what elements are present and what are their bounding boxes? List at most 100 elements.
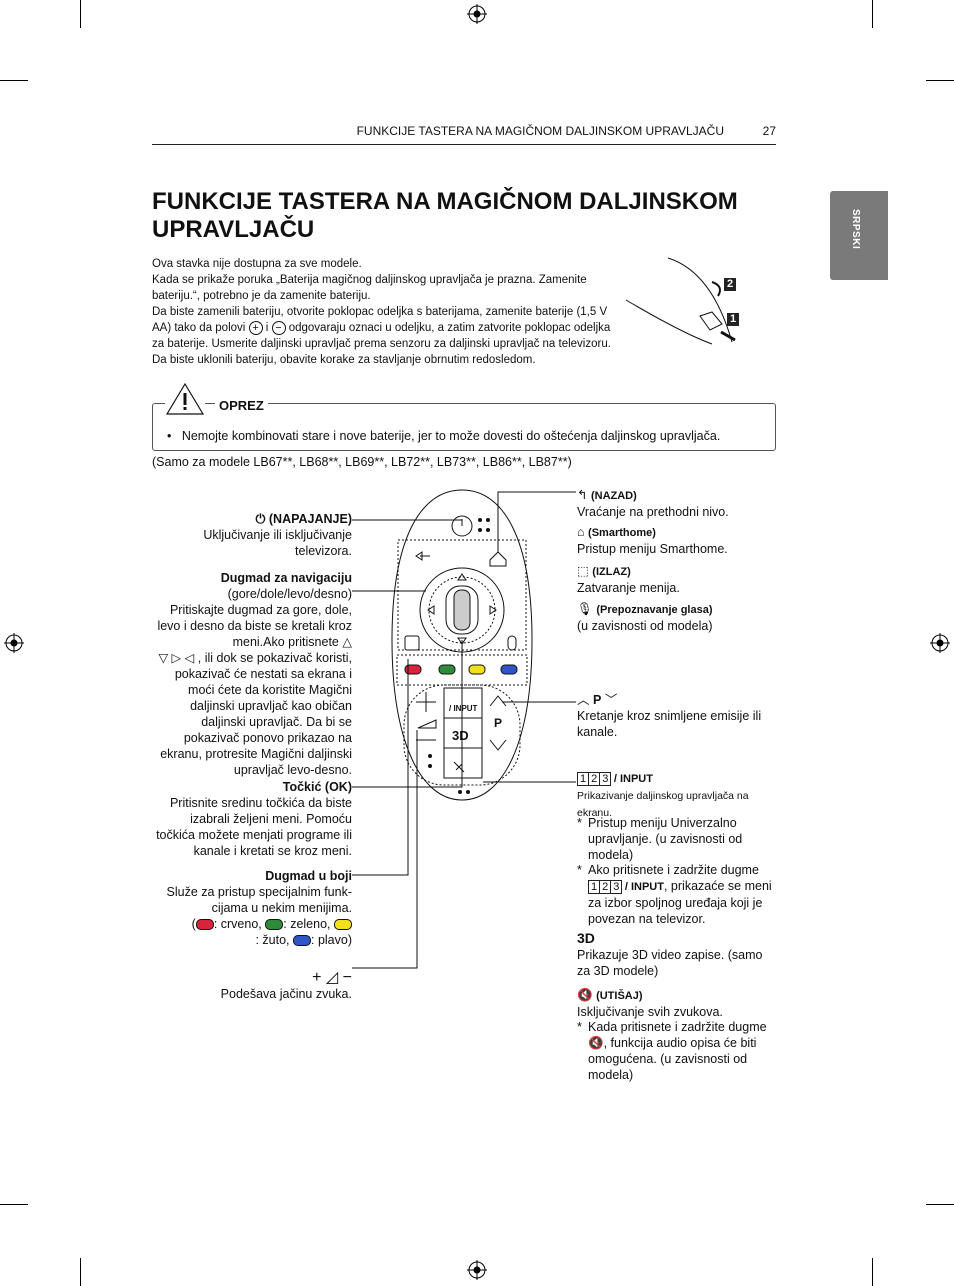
page-header: FUNKCIJE TASTERA NA MAGIČNOM DALJINSKOM … bbox=[152, 120, 776, 145]
mute-b1-text: , funkcija audio opisa će biti omogućena… bbox=[588, 1036, 757, 1082]
models-note: (Samo za modele LB67**, LB68**, LB69**, … bbox=[152, 455, 572, 469]
3d-desc: Prikazuje 3D video zapise. (samo za 3D m… bbox=[577, 948, 763, 978]
header-section-title: FUNKCIJE TASTERA NA MAGIČNOM DALJINSKOM … bbox=[356, 124, 724, 138]
input-b2-text: , prikazaće se meni za izbor spoljnog ur… bbox=[588, 879, 772, 926]
channel-annotation: ︿ P ﹀ Kretanje kroz snimljene emisije il… bbox=[577, 692, 777, 740]
back-annotation: ↰ (NAZAD) Vraćanje na prethodni nivo. bbox=[577, 487, 777, 520]
exit-icon: ⬚ bbox=[577, 564, 589, 578]
navigation-annotation: Dugmad za navigaciju (gore/dole/levo/des… bbox=[150, 570, 352, 778]
color-title: Dugmad u boji bbox=[265, 869, 352, 883]
nav-desc: Pritiskajte dugmad za gore, dole, levo i… bbox=[157, 603, 352, 649]
crop-mark bbox=[80, 0, 81, 28]
power-desc: Uključivanje ili isključivanje televizor… bbox=[203, 528, 352, 558]
input-b1: Pristup meniju Univerzalno upravljanje. … bbox=[588, 816, 743, 862]
channel-desc: Kretanje kroz snimljene emisije ili kana… bbox=[577, 709, 762, 739]
3d-annotation: 3D Prikazuje 3D video zapise. (samo za 3… bbox=[577, 930, 777, 979]
exit-title: (IZLAZ) bbox=[592, 566, 631, 578]
channel-p: P bbox=[593, 693, 602, 707]
mute-icon: 🔇 bbox=[577, 988, 593, 1002]
mute-b1: Kada pritisnete i zadržite dugme 🔇, funk… bbox=[588, 1019, 777, 1083]
down-icon: ▽ bbox=[158, 651, 169, 665]
input-title: / INPUT bbox=[613, 773, 653, 785]
crop-mark bbox=[80, 1258, 81, 1286]
green-dot-icon bbox=[265, 919, 284, 931]
home-title: (Smarthome) bbox=[588, 527, 656, 539]
star: * bbox=[577, 863, 582, 877]
home-icon: ⌂ bbox=[577, 525, 585, 539]
yellow-dot-icon bbox=[334, 919, 352, 931]
power-annotation: ⏻ (NAPAJANJE) Uključivanje ili isključiv… bbox=[150, 511, 352, 559]
minus-pole-icon: − bbox=[271, 320, 286, 335]
home-desc: Pristup meniju Smarthome. bbox=[577, 542, 728, 556]
channel-up-icon: ︿ bbox=[577, 693, 590, 707]
wheel-title: Točkić (OK) bbox=[282, 780, 352, 794]
intro-line: Da biste uklonili bateriju, obavite kora… bbox=[152, 354, 536, 366]
input-b2-label: / INPUT bbox=[624, 881, 664, 893]
nav-title: Dugmad za navigaciju bbox=[220, 571, 352, 585]
microphone-icon: 🎙 bbox=[577, 602, 593, 616]
power-title: (NAPAJANJE) bbox=[268, 512, 352, 526]
caution-label: OPREZ bbox=[215, 398, 268, 413]
mute-title: (UTIŠAJ) bbox=[596, 990, 643, 1002]
step-1-label: 1 bbox=[730, 313, 737, 325]
warning-triangle-icon bbox=[165, 382, 205, 416]
volume-annotation: + ◿ − Podešava jačinu zvuka. bbox=[150, 970, 352, 1002]
caution-body: Nemojte kombinovati stare i nove baterij… bbox=[181, 429, 721, 443]
language-tab: SRPSKI bbox=[830, 191, 888, 280]
voice-title: (Prepoznavanje glasa) bbox=[596, 604, 713, 616]
3d-icon: 3D bbox=[577, 930, 595, 946]
caution-box: OPREZ • Nemojte kombinovati stare i nove… bbox=[152, 382, 776, 451]
page-number: 27 bbox=[762, 124, 776, 138]
voice-desc: (u zavisnosti od modela) bbox=[577, 619, 713, 633]
back-icon: ↰ bbox=[577, 488, 588, 502]
crop-mark bbox=[926, 1204, 954, 1205]
input-desc: Prikazivanje daljinskog upravljača na ek… bbox=[577, 790, 749, 819]
right-icon: ▷ bbox=[171, 651, 182, 665]
mute-bullet: * Kada pritisnete i zadržite dugme 🔇, fu… bbox=[577, 1019, 777, 1083]
exit-desc: Zatvaranje menija. bbox=[577, 581, 680, 595]
bullet: • bbox=[167, 429, 172, 443]
plus-pole-icon: + bbox=[248, 320, 263, 335]
color-yellow-label: : žuto, bbox=[255, 933, 290, 947]
nav-desc: , ili dok se pokazivač koristi, pokaziva… bbox=[160, 651, 352, 777]
intro-text: Da biste zamenili bateriju, otvorite pok… bbox=[152, 306, 608, 334]
wheel-annotation: Točkić (OK) Pritisnite sredinu točkića d… bbox=[150, 779, 352, 859]
red-dot-icon bbox=[195, 919, 214, 931]
back-desc: Vraćanje na prethodni nivo. bbox=[577, 505, 729, 519]
volume-icon: + ◿ − bbox=[312, 969, 352, 986]
color-green-label: : zeleno, bbox=[283, 917, 331, 931]
crop-mark bbox=[872, 0, 873, 28]
crop-mark bbox=[872, 1258, 873, 1286]
home-annotation: ⌂ (Smarthome) Pristup meniju Smarthome. bbox=[577, 524, 777, 557]
intro-text: i bbox=[265, 322, 269, 334]
input-b2-text: Ako pritisnete i zadržite dugme bbox=[588, 863, 759, 877]
crop-mark bbox=[926, 80, 954, 81]
mute-icon: 🔇 bbox=[588, 1036, 604, 1050]
caution-text: • Nemojte kombinovati stare i nove bater… bbox=[167, 429, 720, 443]
number-box: 3 bbox=[610, 880, 623, 894]
back-title: (NAZAD) bbox=[590, 490, 637, 502]
title-line-2: UPRAVLJAČU bbox=[152, 216, 315, 243]
star: * bbox=[577, 1020, 582, 1034]
nav-sub: (gore/dole/levo/desno) bbox=[227, 587, 352, 601]
left-icon: ◁ bbox=[184, 651, 195, 665]
color-red-label: : crveno, bbox=[213, 917, 262, 931]
title-line-1: FUNKCIJE TASTERA NA MAGIČNOM DALJINSKOM bbox=[152, 188, 738, 215]
voice-annotation: 🎙 (Prepoznavanje glasa) (u zavisnosti od… bbox=[577, 601, 777, 634]
battery-intro: Ova stavka nije dostupna za sve modele. … bbox=[152, 256, 622, 368]
power-icon: ⏻ bbox=[255, 512, 266, 526]
remote-p-label: P bbox=[494, 716, 503, 730]
mute-desc: Isključivanje svih zvukova. bbox=[577, 1005, 723, 1019]
exit-annotation: ⬚ (IZLAZ) Zatvaranje menija. bbox=[577, 563, 777, 596]
remote-input-label: / INPUT bbox=[449, 704, 478, 713]
mute-annotation: 🔇 (UTIŠAJ) Isključivanje svih zvukova. bbox=[577, 987, 777, 1020]
intro-line: Ova stavka nije dostupna za sve modele. bbox=[152, 258, 362, 270]
up-icon: △ bbox=[342, 635, 352, 649]
crop-mark bbox=[0, 80, 28, 81]
intro-line: Da biste zamenili bateriju, otvorite pok… bbox=[152, 304, 622, 352]
